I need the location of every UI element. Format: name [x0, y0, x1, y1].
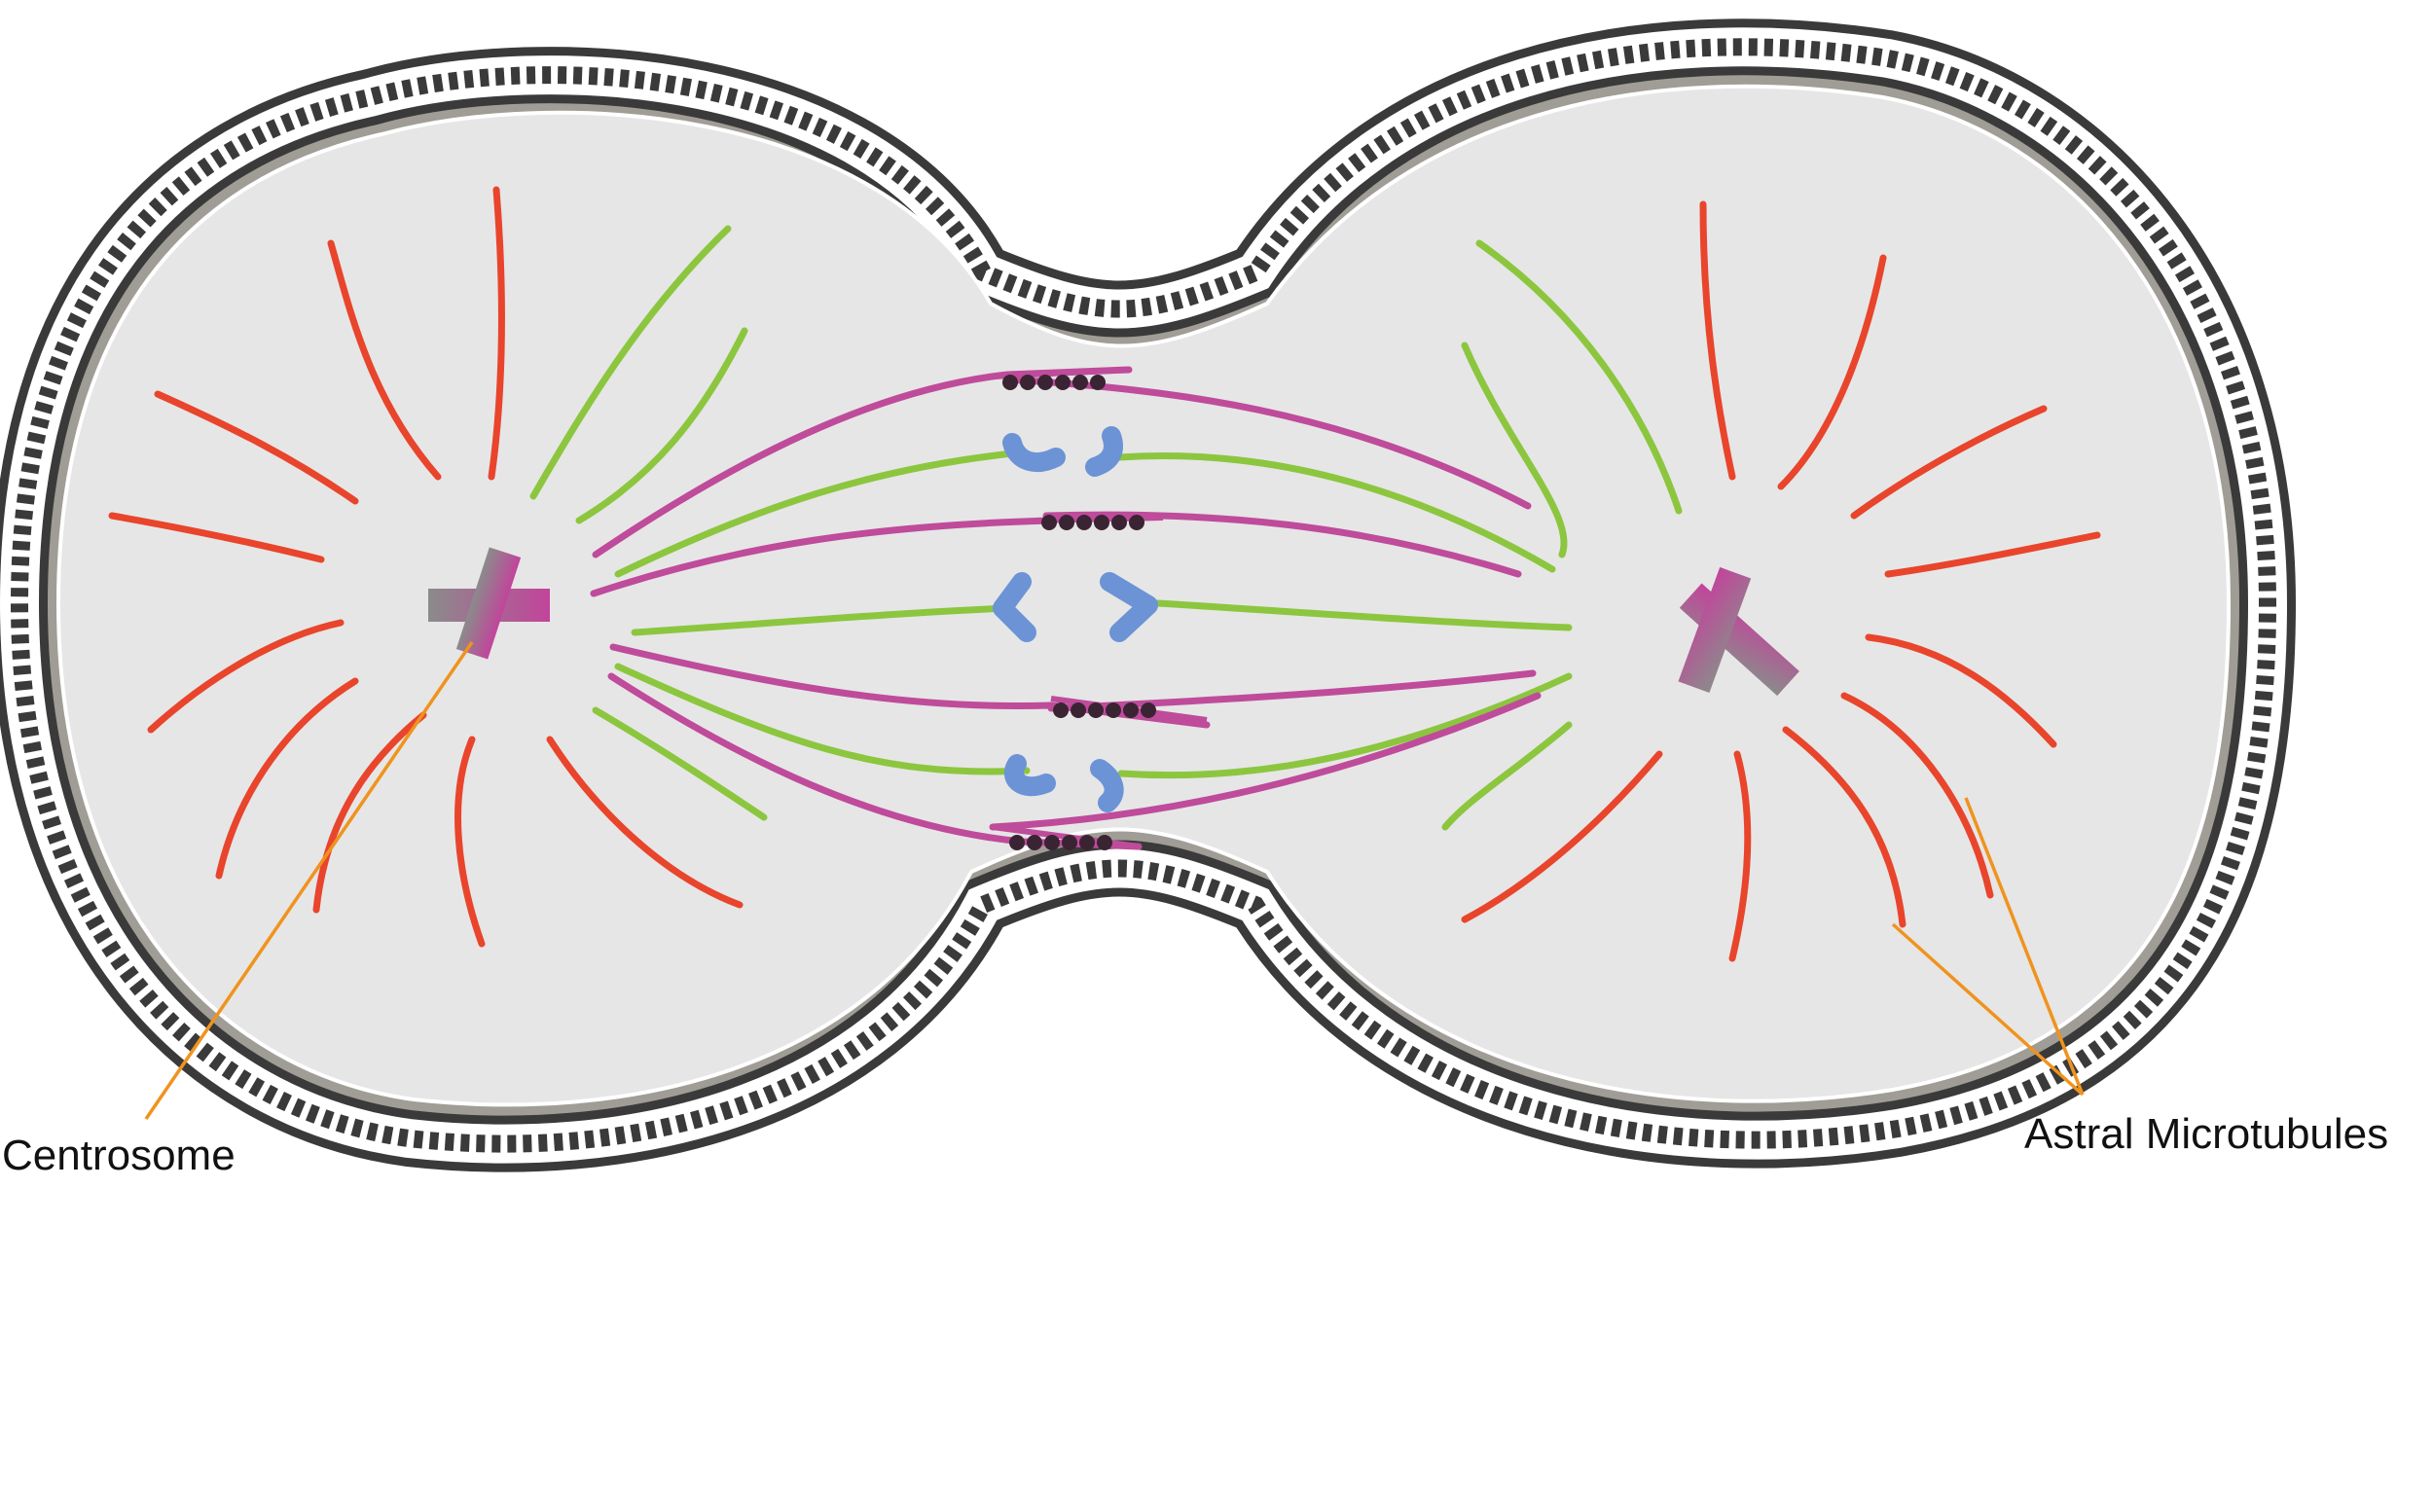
kinetochore-microtubule	[1461, 342, 1568, 558]
astral-microtubule	[1777, 254, 1887, 490]
leader-lines	[144, 641, 2085, 1120]
motor-protein	[1088, 702, 1104, 718]
astral-microtubule	[546, 736, 744, 909]
motor-protein	[1094, 515, 1109, 530]
kinetochore-microtubule	[1475, 239, 1683, 515]
kinetochore-microtubule	[631, 604, 1011, 636]
kinetochore-microtubules	[529, 225, 1683, 831]
centriole	[455, 547, 522, 660]
kinetochore-microtubule	[1117, 672, 1573, 779]
kinetochore-microtubule	[1441, 721, 1573, 831]
motor-protein	[1072, 375, 1088, 390]
membrane-wave	[10, 38, 2277, 1153]
astral-microtubule	[1884, 531, 2101, 578]
chromosome	[1085, 426, 1123, 477]
motor-protein	[1037, 375, 1053, 390]
chromosome	[1002, 433, 1066, 472]
astral-microtubule	[488, 186, 505, 481]
astral-microtubule	[1728, 750, 1752, 962]
astral-microtubule	[1850, 405, 2048, 520]
astral-microtubule	[154, 390, 359, 505]
polar-microtubule	[590, 517, 1055, 597]
astral-microtubule	[1782, 726, 1906, 928]
motor-protein	[1020, 375, 1035, 390]
polar-microtubule	[609, 643, 1211, 729]
kinetochore-microtubule	[592, 706, 768, 821]
chromosomes	[993, 426, 1158, 812]
chromosome	[1090, 759, 1124, 812]
astral-microtubule	[312, 711, 427, 914]
astral-microtubule	[454, 736, 486, 948]
motor-protein	[1009, 835, 1025, 850]
astral-microtubule	[215, 677, 359, 880]
chromosome	[1003, 754, 1056, 797]
motor-protein	[1071, 702, 1086, 718]
astral-microtubule	[1840, 692, 1994, 899]
polar-microtubule	[1047, 669, 1537, 712]
overlap-microtubule	[992, 367, 1130, 379]
kinetochore-microtubule	[529, 225, 732, 500]
astral-microtubule	[147, 619, 345, 734]
polar-microtubule	[989, 692, 1542, 831]
centrosome-right	[1678, 566, 1799, 697]
motor-protein	[1044, 835, 1060, 850]
centriole	[1678, 566, 1752, 694]
kinetochore-microtubule	[1154, 599, 1573, 631]
astral-microtubule	[1461, 750, 1663, 923]
motor-protein	[1059, 515, 1074, 530]
motor-protein	[1062, 835, 1077, 850]
polar-microtubule	[1042, 511, 1522, 578]
kinetochore-microtubule	[1115, 452, 1556, 573]
astral-microtubules	[108, 186, 2101, 962]
kinetochore-microtubule	[575, 327, 748, 524]
chromosome	[993, 572, 1036, 642]
motor-protein	[1090, 375, 1106, 390]
motor-protein	[1141, 702, 1156, 718]
chromosome	[1100, 572, 1158, 642]
motor-protein	[1079, 835, 1095, 850]
astral-microtubules-label: Astral Microtubules	[2024, 1110, 2388, 1158]
polar-microtubule	[607, 672, 1143, 850]
astral-microtubule	[1699, 200, 1736, 481]
motor-protein-groups	[992, 367, 1208, 850]
astral-microtubule	[108, 512, 325, 563]
centrosome-label: Centrosome	[2, 1132, 236, 1179]
motor-protein	[1053, 702, 1069, 718]
motor-protein	[1041, 515, 1057, 530]
motor-protein	[1055, 375, 1071, 390]
astral-leader-line-b	[1964, 797, 2085, 1096]
motor-protein	[1129, 515, 1144, 530]
motor-protein	[1123, 702, 1139, 718]
astral-microtubule	[1865, 633, 2057, 748]
motor-protein	[1106, 702, 1121, 718]
centrosome-left	[428, 547, 550, 660]
motor-protein	[1027, 835, 1042, 850]
kinetochore-microtubule	[614, 449, 1026, 578]
astral-leader-line-a	[1891, 922, 2085, 1097]
kinetochore-microtubule	[614, 663, 1031, 775]
motor-protein	[1002, 375, 1018, 390]
polar-microtubule	[592, 366, 1133, 558]
astral-microtubule	[327, 239, 442, 481]
motor-protein	[1111, 515, 1127, 530]
centrosome-leader-line	[144, 641, 474, 1120]
motor-protein	[1076, 515, 1092, 530]
motor-protein	[1097, 835, 1112, 850]
